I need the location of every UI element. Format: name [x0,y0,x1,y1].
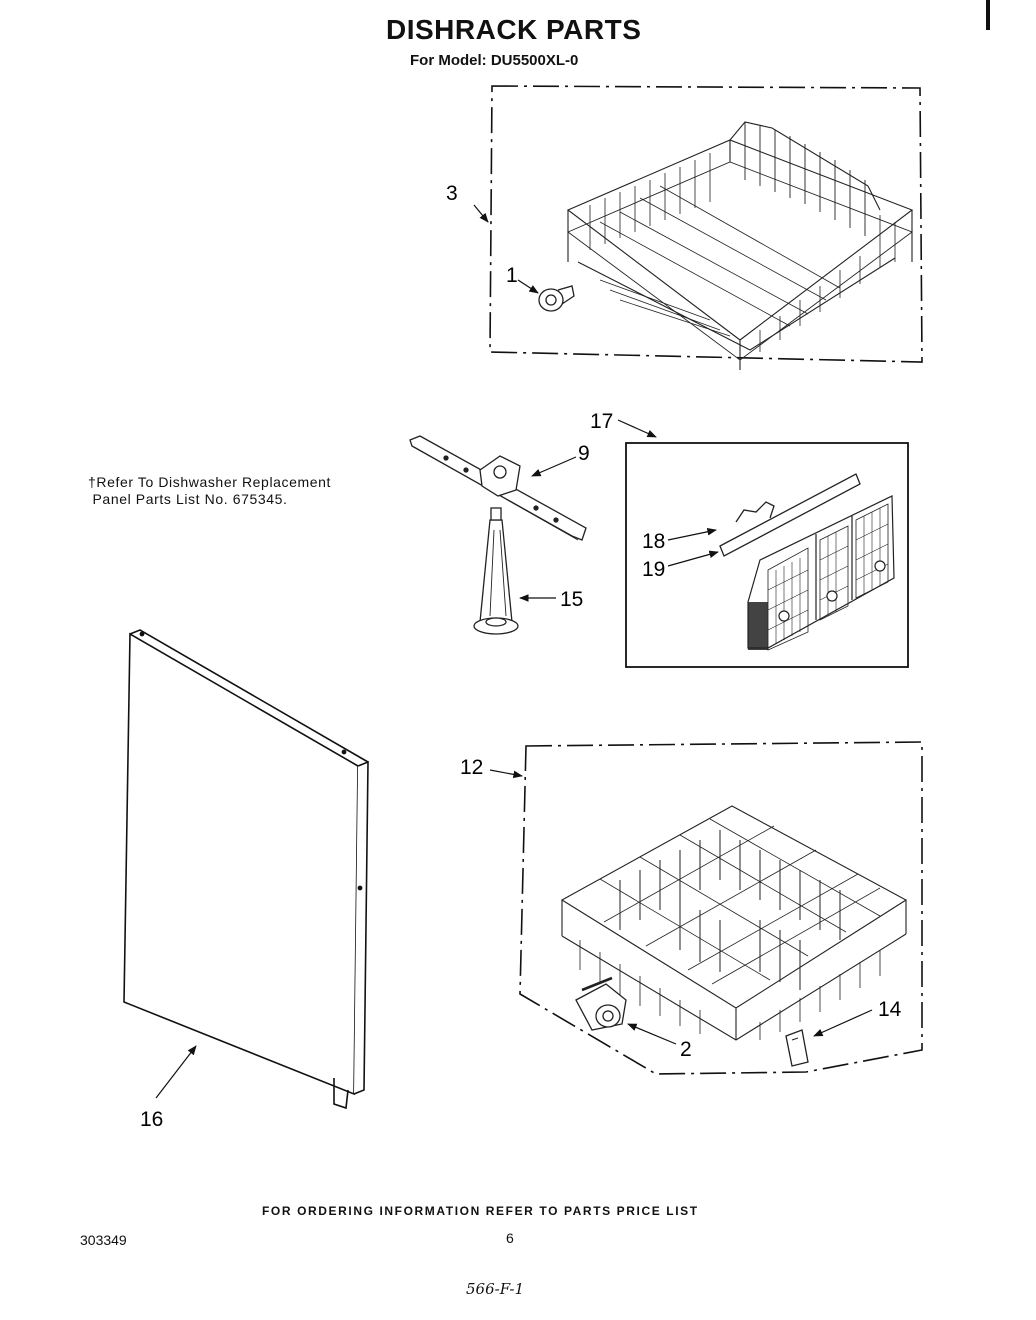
replacement-panel-note: †Refer To Dishwasher Replacement Panel P… [88,474,332,507]
spray-arm-group: 9 15 [409,435,590,635]
model-line: For Model: DU5500XL-0 [410,52,579,69]
document-number: 303349 [80,1232,127,1248]
callout-14: 14 [878,998,902,1021]
callout-2: 2 [680,1038,692,1061]
lower-rack-wheel-illustration [575,976,627,1031]
callout-3: 3 [446,182,458,205]
page-number: 6 [506,1230,514,1246]
door-panel-illustration [123,629,369,1110]
callout-17: 17 [590,410,613,433]
rack-stop-clip-illustration [785,1029,809,1067]
page-title: DISHRACK PARTS [386,14,642,45]
ordering-information: FOR ORDERING INFORMATION REFER TO PARTS … [262,1204,699,1218]
silverware-basket-group: 17 18 19 [590,410,909,668]
callout-19: 19 [642,558,665,581]
silverware-basket-illustration [747,495,895,651]
callout-16: 16 [140,1108,163,1131]
rack-roller-illustration [538,285,575,312]
upper-rack-illustration [566,121,914,370]
lower-rack-dashed-box [519,741,923,1075]
callout-12: 12 [460,756,483,779]
lower-rack-group: 12 2 14 [460,741,923,1075]
door-panel-group: 16 [123,629,369,1131]
upper-rack-dashed-box [489,85,923,363]
callout-9: 9 [578,442,590,465]
callout-15: 15 [560,588,583,611]
basket-handle-illustration [719,473,861,557]
basket-box [625,442,909,668]
handwritten-code: 566-F-1 [466,1280,525,1298]
callout-1: 1 [506,264,518,287]
callout-18: 18 [642,530,665,553]
spray-tower-illustration [473,507,519,635]
spray-arm-illustration [409,435,587,541]
lower-rack-illustration [560,805,908,1041]
upper-rack-group: 3 1 [446,85,923,370]
page-edge-mark [986,0,990,30]
